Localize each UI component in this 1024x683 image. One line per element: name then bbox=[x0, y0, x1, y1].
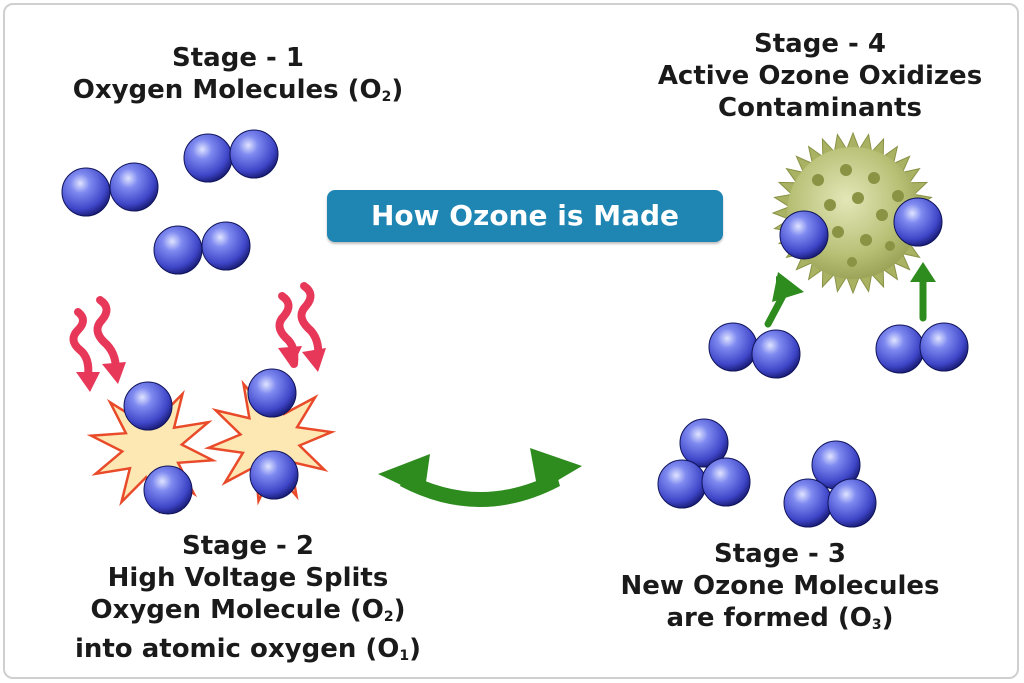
stage-2-heading: Stage - 2 bbox=[182, 531, 314, 561]
oxygen-atom bbox=[201, 221, 251, 271]
oxygen-atom bbox=[249, 450, 299, 500]
oxygen-atom bbox=[247, 368, 297, 418]
oxygen-atom bbox=[779, 210, 829, 260]
stage-2-line3: into atomic oxygen (O1) bbox=[74, 634, 422, 664]
oxygen-atom bbox=[183, 133, 233, 183]
stage-4-heading: Stage - 4 bbox=[754, 29, 886, 59]
stage-4-label: Stage - 4 Active Ozone Oxidizes Contamin… bbox=[600, 28, 1024, 124]
stage-1-desc: Oxygen Molecules (O2) bbox=[72, 75, 404, 105]
stage-1-label: Stage - 1 Oxygen Molecules (O2) bbox=[28, 42, 448, 113]
stage-4-line2: Contaminants bbox=[718, 93, 922, 123]
energy-zap-icons bbox=[69, 282, 323, 380]
oxygen-atom bbox=[143, 465, 193, 515]
stage-3-line1: New Ozone Molecules bbox=[620, 571, 940, 601]
zap-arrowheads bbox=[76, 346, 326, 392]
oxygen-atom bbox=[827, 478, 877, 528]
stage-4-line1: Active Ozone Oxidizes bbox=[657, 61, 983, 91]
oxygen-atom bbox=[783, 478, 833, 528]
transition-arrow bbox=[378, 448, 582, 507]
oxygen-atom bbox=[893, 197, 943, 247]
oxygen-atom bbox=[229, 129, 279, 179]
stage-3-label: Stage - 3 New Ozone Molecules are formed… bbox=[560, 538, 1000, 641]
oxygen-atom bbox=[708, 322, 758, 372]
rise-arrows bbox=[764, 262, 936, 328]
oxygen-atom bbox=[109, 162, 159, 212]
stage-1-heading: Stage - 1 bbox=[172, 43, 304, 73]
stage-3-heading: Stage - 3 bbox=[714, 539, 846, 569]
stage-2-line2: Oxygen Molecule (O2) bbox=[90, 595, 406, 625]
oxygen-atom bbox=[153, 225, 203, 275]
oxygen-atom bbox=[123, 381, 173, 431]
oxygen-atom bbox=[679, 418, 729, 468]
oxygen-atoms bbox=[61, 129, 969, 528]
diagram-title: How Ozone is Made bbox=[327, 190, 723, 242]
frame-border bbox=[3, 3, 1019, 679]
oxygen-atom bbox=[875, 324, 925, 374]
oxygen-atom bbox=[919, 322, 969, 372]
stage-2-label: Stage - 2 High Voltage Splits Oxygen Mol… bbox=[8, 530, 488, 672]
oxygen-atom bbox=[61, 167, 111, 217]
oxygen-atom bbox=[751, 329, 801, 379]
oxygen-atom bbox=[701, 457, 751, 507]
oxygen-atom bbox=[657, 459, 707, 509]
stage-2-line1: High Voltage Splits bbox=[107, 563, 389, 593]
stage-3-line2: are formed (O3) bbox=[666, 603, 894, 633]
